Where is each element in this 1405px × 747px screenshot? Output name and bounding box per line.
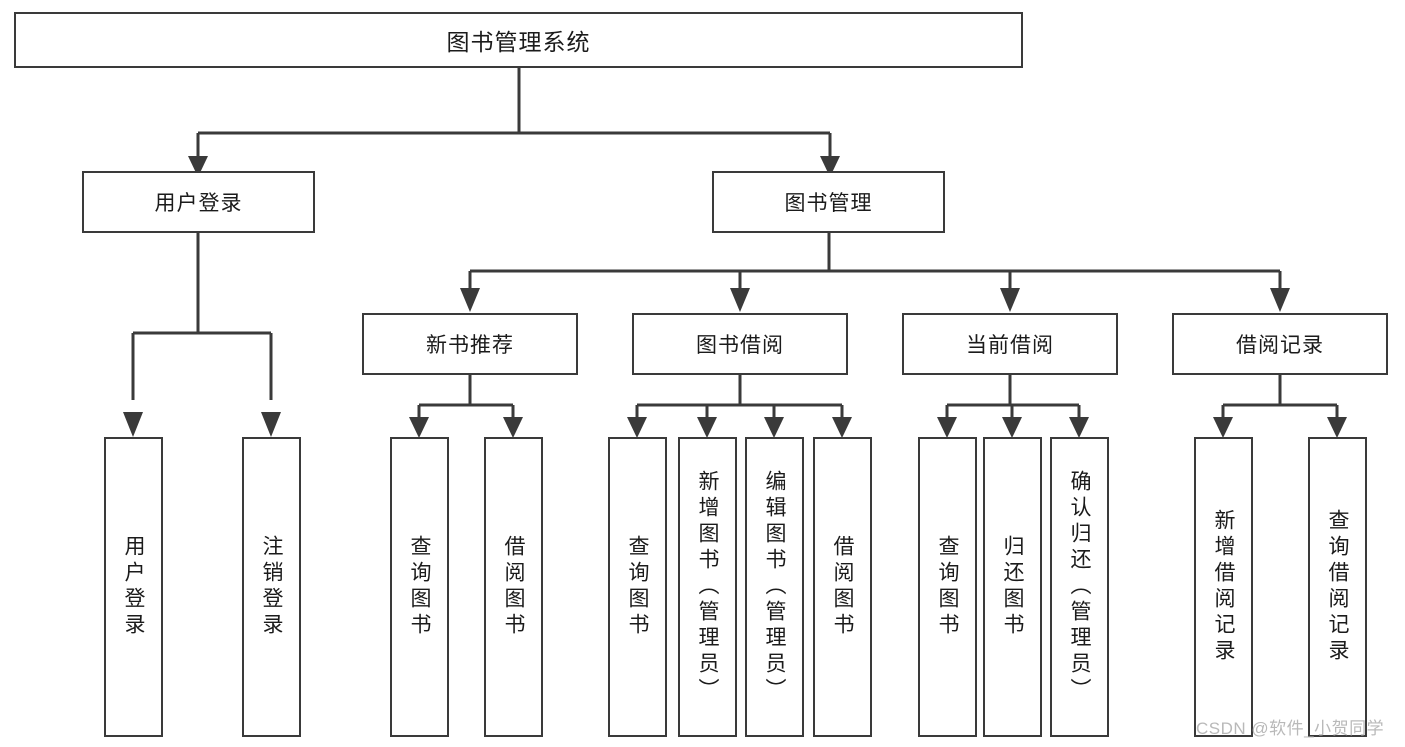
node-label: 用户登录 — [154, 192, 243, 215]
leaf-confirm-return-admin[interactable]: 确认归还（管理员） — [1050, 437, 1109, 737]
leaf-label: 编辑图书（管理员） — [763, 470, 786, 704]
leaf-query-borrow-record[interactable]: 查询借阅记录 — [1308, 437, 1367, 737]
node-label: 新书推荐 — [426, 334, 514, 357]
leaf-label: 查询图书 — [936, 535, 959, 639]
node-new-book-recommend[interactable]: 新书推荐 — [362, 313, 578, 375]
node-book-management[interactable]: 图书管理 — [712, 171, 945, 233]
node-label: 借阅记录 — [1236, 334, 1324, 357]
leaf-add-book-admin[interactable]: 新增图书（管理员） — [678, 437, 737, 737]
leaf-query-book-current[interactable]: 查询图书 — [918, 437, 977, 737]
leaf-label: 借阅图书 — [831, 535, 854, 639]
node-label: 当前借阅 — [966, 334, 1054, 357]
node-label: 图书借阅 — [696, 334, 784, 357]
leaf-label: 新增图书（管理员） — [696, 470, 719, 704]
leaf-query-book-borrow[interactable]: 查询图书 — [608, 437, 667, 737]
leaf-label: 新增借阅记录 — [1212, 509, 1235, 665]
leaf-label: 确认归还（管理员） — [1068, 470, 1091, 704]
node-label: 图书管理系统 — [446, 29, 591, 55]
leaf-label: 查询图书 — [408, 535, 431, 639]
node-user-login[interactable]: 用户登录 — [82, 171, 315, 233]
leaf-borrow-book-recommend[interactable]: 借阅图书 — [484, 437, 543, 737]
leaf-label: 归还图书 — [1001, 535, 1024, 639]
leaf-edit-book-admin[interactable]: 编辑图书（管理员） — [745, 437, 804, 737]
leaf-add-borrow-record[interactable]: 新增借阅记录 — [1194, 437, 1253, 737]
leaf-logout[interactable]: 注销登录 — [242, 437, 301, 737]
leaf-label: 借阅图书 — [502, 535, 525, 639]
leaf-label: 查询借阅记录 — [1326, 509, 1349, 665]
node-book-management-system[interactable]: 图书管理系统 — [14, 12, 1023, 68]
leaf-query-book-recommend[interactable]: 查询图书 — [390, 437, 449, 737]
leaf-label: 查询图书 — [626, 535, 649, 639]
node-label: 图书管理 — [784, 192, 873, 215]
leaf-borrow-book[interactable]: 借阅图书 — [813, 437, 872, 737]
node-borrow-record[interactable]: 借阅记录 — [1172, 313, 1388, 375]
node-current-borrow[interactable]: 当前借阅 — [902, 313, 1118, 375]
leaf-label: 注销登录 — [260, 535, 283, 639]
leaf-user-login[interactable]: 用户登录 — [104, 437, 163, 737]
leaf-label: 用户登录 — [122, 535, 145, 639]
node-book-borrow[interactable]: 图书借阅 — [632, 313, 848, 375]
leaf-return-book[interactable]: 归还图书 — [983, 437, 1042, 737]
